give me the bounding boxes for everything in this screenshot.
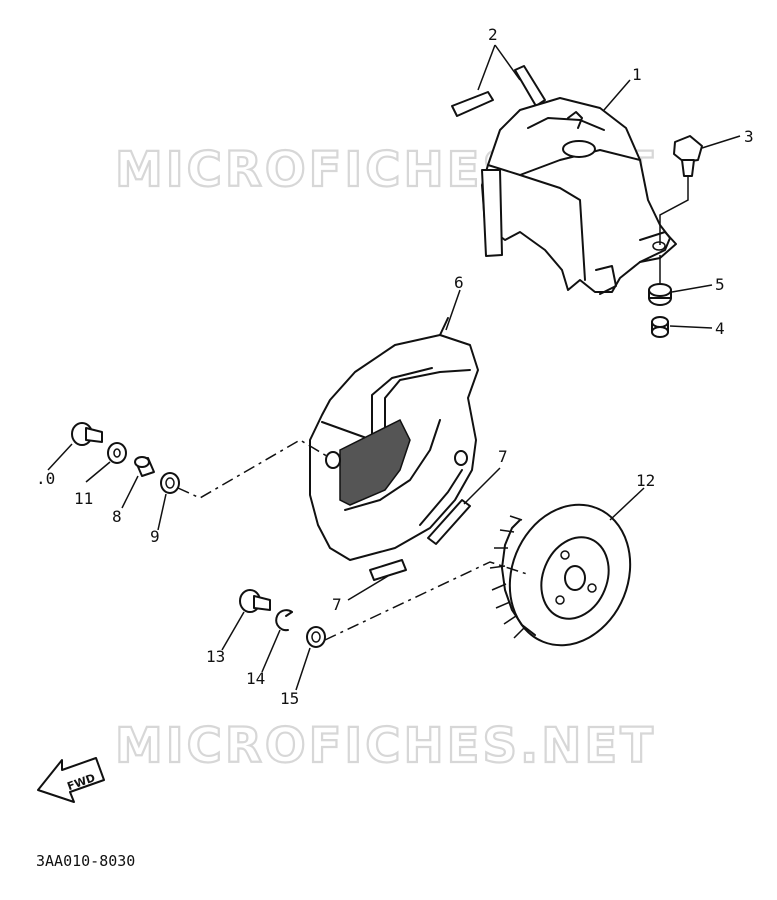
callout-1: 1 [632, 65, 642, 84]
drawing-code: 3AA010-8030 [36, 852, 135, 870]
callout-8: 8 [112, 507, 122, 526]
callout-11: 11 [74, 489, 93, 508]
callout-13: 13 [206, 647, 225, 666]
part-6-fan-housing [309, 317, 479, 561]
callout-14: 14 [246, 669, 265, 688]
callout-6: 6 [454, 273, 464, 292]
part-7-pins [369, 499, 471, 581]
leader-15-to-flywheel [324, 561, 531, 641]
part-10-bolt [71, 422, 103, 446]
callout-leaders [47, 44, 741, 691]
callout-15: 15 [280, 689, 299, 708]
part-12-flywheel [489, 503, 632, 647]
callout-10: .0 [36, 469, 55, 488]
callout-2: 2 [488, 25, 498, 44]
part-15-nut [306, 626, 326, 648]
part-1-cover [481, 97, 677, 295]
part-5-grommet [648, 255, 672, 306]
part-2-pins [451, 65, 546, 117]
watermark-bottom: MICROFICHES.NET [115, 718, 656, 774]
part-8-collar [134, 456, 155, 477]
part-11-washer [107, 442, 127, 464]
part-4-collar [651, 316, 669, 338]
cover-hole [562, 140, 596, 158]
callout-7-lower: 7 [332, 595, 342, 614]
part-9-grommet [160, 472, 180, 494]
fwd-arrow-icon: FWD [37, 757, 105, 803]
callout-7-upper: 7 [498, 447, 508, 466]
part-3-bolt [659, 135, 703, 245]
callout-3: 3 [744, 127, 754, 146]
callout-12: 12 [636, 471, 655, 490]
callout-5: 5 [715, 275, 725, 294]
part-14-washer [275, 609, 293, 632]
housing-grille [339, 418, 411, 506]
leader-9-to-housing [177, 439, 331, 499]
callout-9: 9 [150, 527, 160, 546]
part-13-bolt [239, 589, 271, 613]
callout-4: 4 [715, 319, 725, 338]
